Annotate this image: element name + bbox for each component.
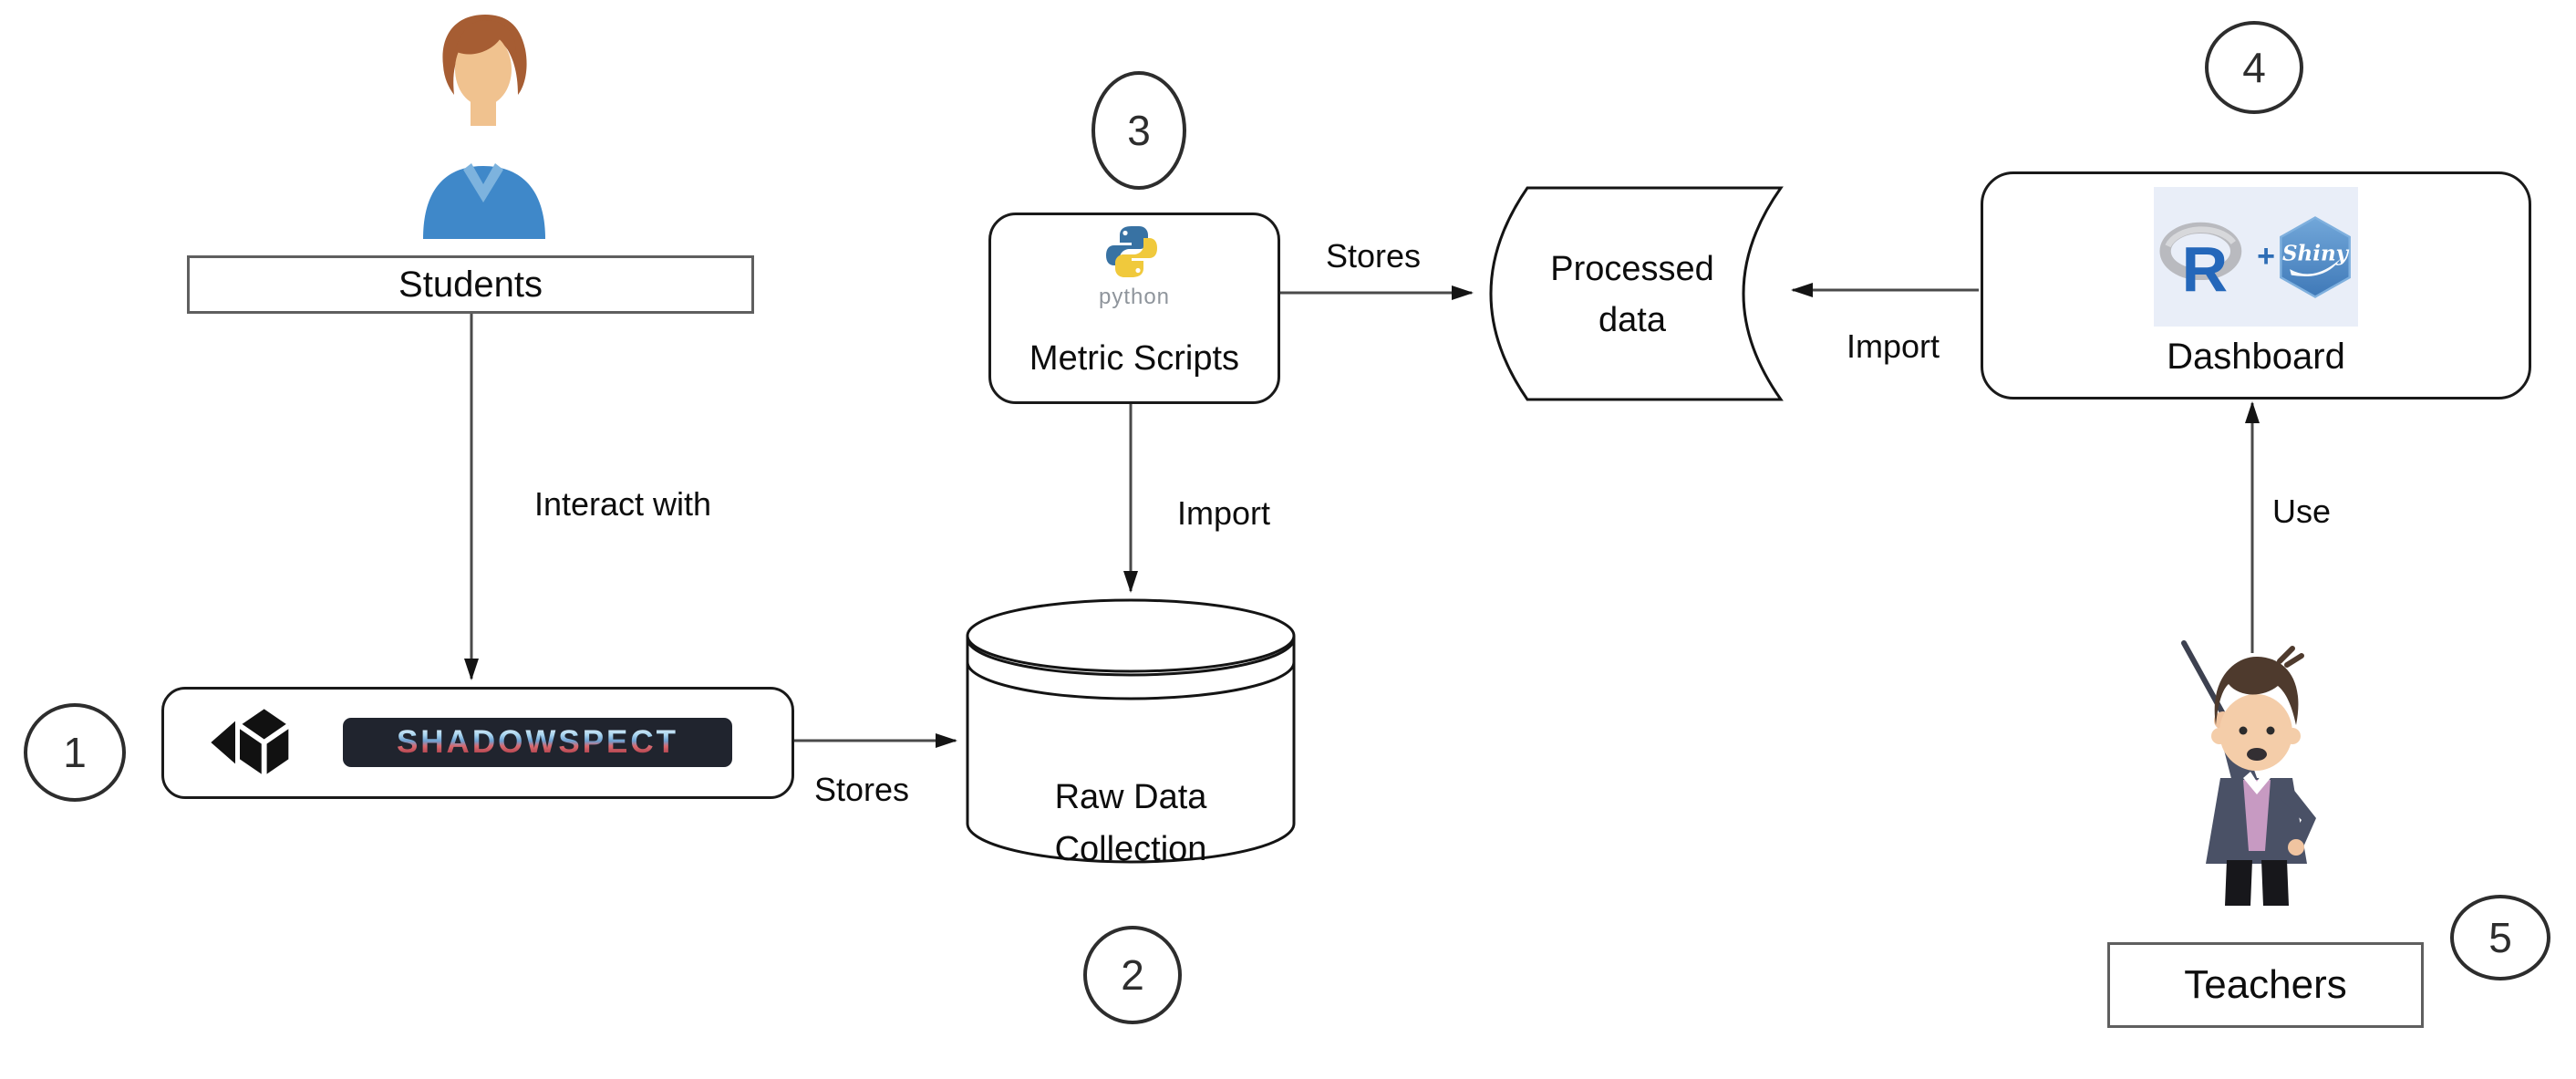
interact-with-label: Interact with (533, 485, 712, 523)
r-shiny-logo-panel: R + Shiny (2154, 187, 2358, 327)
dashboard-box: R + Shiny Dashboard (1981, 171, 2531, 399)
student-avatar-icon (423, 15, 545, 239)
use-label: Use (2271, 493, 2332, 530)
step-circle-3: 3 (1091, 71, 1186, 190)
processed-data-line1: Processed (1550, 250, 1714, 288)
raw-data-label: Raw Data Collection (1055, 772, 1207, 876)
import-dashboard-label: Import (1846, 327, 1940, 365)
raw-data-line1: Raw Data (1054, 778, 1207, 816)
raw-data-line2: Collection (1054, 830, 1207, 868)
shiny-logo-icon: Shiny (2279, 215, 2351, 298)
shadowspect-game-box: SHADOWSPECT (161, 687, 794, 799)
teacher-avatar (2163, 634, 2341, 912)
import-raw-label: Import (1176, 494, 1271, 532)
processed-data-label: Processed data (1550, 244, 1714, 346)
teachers-label: Teachers (2184, 962, 2347, 1007)
step-4-number: 4 (2242, 44, 2266, 91)
r-letter: R (2182, 233, 2229, 296)
teachers-box: Teachers (2107, 942, 2424, 1028)
step-1-number: 1 (63, 729, 87, 776)
stores-game-label: Stores (813, 771, 910, 808)
step-circle-2: 2 (1083, 926, 1182, 1024)
students-box: Students (187, 255, 754, 314)
raw-data-cylinder (966, 598, 1296, 864)
dashboard-label: Dashboard (2167, 337, 2345, 377)
step-2-number: 2 (1121, 951, 1144, 999)
shadowspect-title: SHADOWSPECT (396, 724, 679, 760)
python-logo-icon (1106, 226, 1157, 277)
python-wordmark: python (1098, 285, 1171, 309)
step-circle-5: 5 (2450, 895, 2550, 980)
step-circle-1: 1 (24, 703, 126, 802)
step-3-number: 3 (1127, 107, 1151, 154)
student-avatar (412, 9, 558, 248)
r-logo-icon: R (2159, 222, 2242, 296)
teacher-avatar-icon (2181, 640, 2316, 906)
shiny-wordmark: Shiny (2282, 241, 2350, 265)
plus-sign: + (2257, 239, 2275, 274)
processed-data-shape (1489, 186, 1784, 401)
students-label: Students (398, 264, 543, 305)
stores-processed-label: Stores (1325, 237, 1422, 275)
metric-scripts-box: python Metric Scripts (988, 213, 1280, 404)
processed-data-line2: data (1598, 301, 1666, 339)
unity-logo-icon (211, 709, 290, 776)
step-circle-4: 4 (2205, 21, 2303, 114)
step-5-number: 5 (2488, 914, 2512, 961)
shadowspect-badge: SHADOWSPECT (343, 718, 732, 767)
metric-scripts-label: Metric Scripts (1029, 339, 1240, 378)
